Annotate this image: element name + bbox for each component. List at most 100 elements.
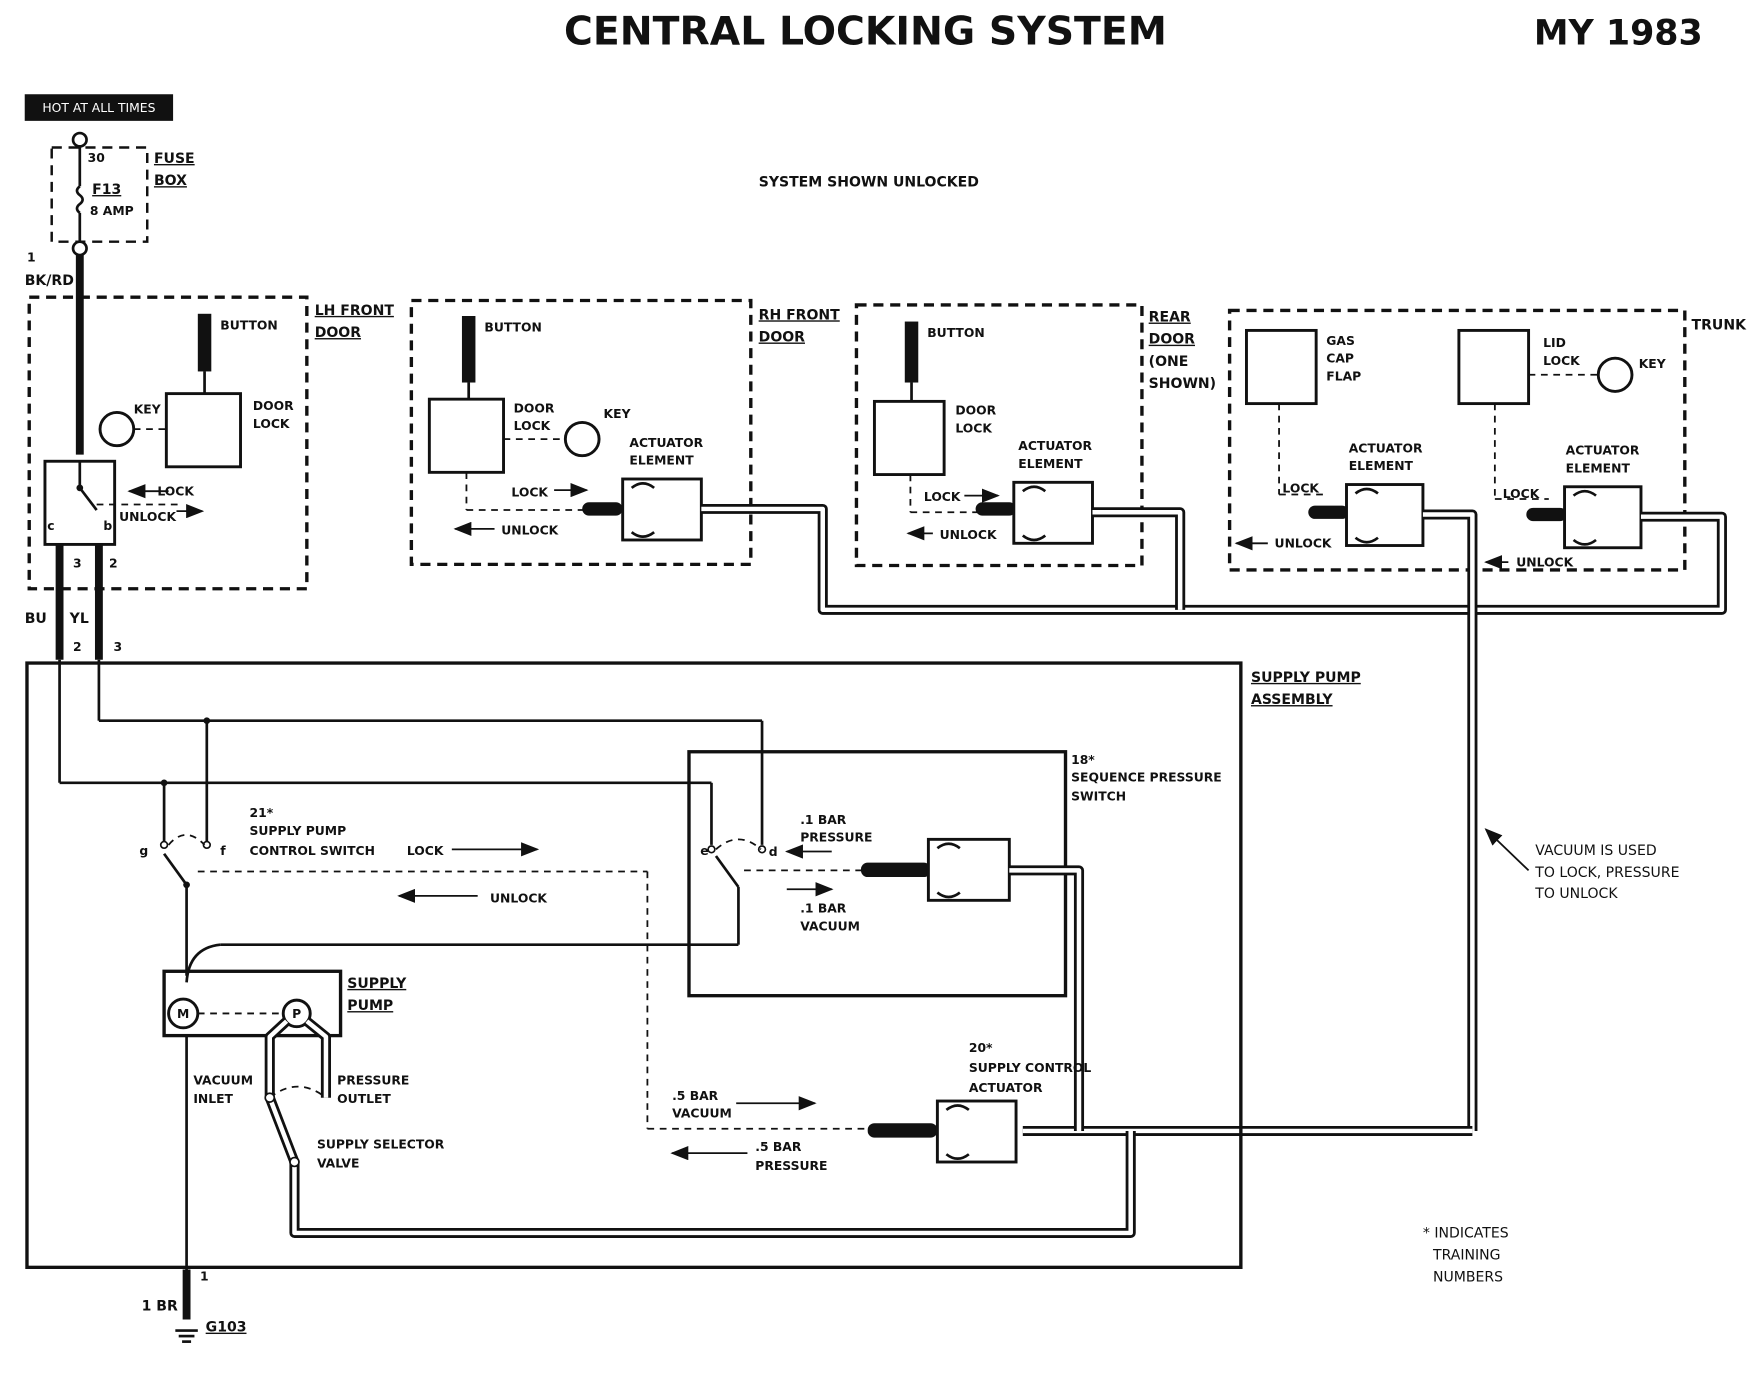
seq-pressure-label-1: .1 BAR xyxy=(800,813,847,827)
selector-valve-label-1: SUPPLY SELECTOR xyxy=(317,1138,445,1152)
lh-lock-label: LOCK xyxy=(157,485,194,499)
supply-actuator-label-1: SUPPLY CONTROL xyxy=(969,1061,1092,1075)
vacuum-note-pointer xyxy=(1484,828,1530,872)
seq-switch-pin-d: d xyxy=(769,845,778,859)
rear-door-group: REAR DOOR (ONE SHOWN) BUTTON DOOR LOCK L… xyxy=(854,303,1216,568)
model-year: MY 1983 xyxy=(1534,14,1703,54)
rear-label-3: (ONE xyxy=(1149,354,1189,370)
lh-door-lock-label-1: DOOR xyxy=(253,399,294,413)
lh-pin-2: 2 xyxy=(109,557,118,571)
control-switch-pin-g: g xyxy=(139,844,148,858)
fuse-box: 30 F13 8 AMP FUSE BOX xyxy=(50,131,195,257)
supply-control-actuator: 20* SUPPLY CONTROL ACTUATOR .5 BAR VACUU… xyxy=(670,1041,1092,1173)
rh-button xyxy=(461,316,476,383)
control-wiring: g f e d xyxy=(58,659,778,1343)
trunk-key-icon xyxy=(1596,356,1634,393)
seq-pressure-label-2: PRESSURE xyxy=(800,831,872,845)
rh-unlock-label: UNLOCK xyxy=(501,524,558,538)
rear-button-label: BUTTON xyxy=(927,326,984,340)
rear-unlock-label: UNLOCK xyxy=(940,528,997,542)
rear-button xyxy=(904,321,919,383)
lh-pin-b: b xyxy=(103,519,112,533)
lh-key-icon xyxy=(98,411,136,448)
gas-cap-flap-box xyxy=(1245,328,1318,406)
vacuum-note-line-3: TO UNLOCK xyxy=(1534,886,1618,902)
supply-vacuum-label-2: VACUUM xyxy=(672,1107,732,1121)
rear-door-lock-label-1: DOOR xyxy=(955,404,996,418)
supply-actuator-element xyxy=(935,1099,1018,1164)
trunk-key-label: KEY xyxy=(1639,357,1666,371)
supply-pump: SUPPLY PUMP M P VACUUM INLET PRESSURE OU… xyxy=(162,969,1136,1238)
vacuum-note-line-2: TO LOCK, PRESSURE xyxy=(1534,865,1679,881)
trunk-actuator-2-label-2: ELEMENT xyxy=(1566,461,1631,475)
gas-label-1: GAS xyxy=(1326,334,1355,348)
pump-label-1: SUPPLY xyxy=(347,976,407,992)
lh-door-lock-label-2: LOCK xyxy=(253,417,290,431)
training-note-line-1: * INDICATES xyxy=(1423,1225,1509,1241)
supply-pressure-label-2: PRESSURE xyxy=(755,1159,827,1173)
seq-vacuum-label-2: VACUUM xyxy=(800,919,860,933)
rear-actuator-label-1: ACTUATOR xyxy=(1018,439,1092,453)
lh-front-door-group: LH FRONT DOOR BUTTON DOOR LOCK KEY c b L… xyxy=(27,295,395,660)
rear-label-4: SHOWN) xyxy=(1149,376,1216,392)
trunk-label: TRUNK xyxy=(1692,317,1748,333)
control-switch-label-2: CONTROL SWITCH xyxy=(250,844,375,858)
control-switch-pin-f: f xyxy=(220,844,226,858)
rear-actuator-rod xyxy=(975,502,1017,516)
trunk-actuator-1-label-2: ELEMENT xyxy=(1349,459,1414,473)
pump-vacuum-label-2: INLET xyxy=(193,1092,233,1106)
rh-front-door-group: RH FRONT DOOR BUTTON DOOR LOCK KEY LOCK … xyxy=(409,298,840,567)
fuse-box-label-2: BOX xyxy=(154,173,187,189)
supply-pressure-label-1: .5 BAR xyxy=(755,1140,802,1154)
lh-key-label: KEY xyxy=(134,403,161,417)
trunk-actuator-1-label-1: ACTUATOR xyxy=(1349,441,1423,455)
fuse-terminal-30: 30 xyxy=(88,151,105,165)
wire-yl-label: YL xyxy=(69,611,89,627)
training-note-line-2: TRAINING xyxy=(1432,1248,1501,1264)
lh-front-label-2: DOOR xyxy=(315,325,362,341)
lid-label-2: LOCK xyxy=(1543,354,1580,368)
seq-actuator xyxy=(926,837,1011,902)
rh-key-label: KEY xyxy=(604,407,631,421)
wire-bu-label: BU xyxy=(25,611,47,627)
control-switch-label-1: SUPPLY PUMP xyxy=(250,824,347,838)
rear-actuator-element xyxy=(1012,480,1094,545)
seq-switch-pin-e: e xyxy=(700,844,708,858)
rear-lock-label: LOCK xyxy=(924,490,961,504)
control-switch-number: 21* xyxy=(250,806,274,820)
ground-wire: 1 BR xyxy=(142,1299,178,1315)
ground-pin: 1 xyxy=(200,1270,209,1284)
rh-front-label-2: DOOR xyxy=(759,330,806,346)
diagram-title: CENTRAL LOCKING SYSTEM xyxy=(564,10,1167,55)
trunk-lid-lock-label: LOCK xyxy=(1503,487,1540,501)
pump-symbol-icon xyxy=(281,998,312,1029)
rear-label-1: REAR xyxy=(1149,310,1191,326)
rh-button-label: BUTTON xyxy=(484,321,541,335)
trunk-gas-lock-label: LOCK xyxy=(1282,481,1319,495)
supply-assembly-label-2: ASSEMBLY xyxy=(1251,692,1334,708)
pump-label-2: PUMP xyxy=(347,998,393,1014)
gas-label-3: FLAP xyxy=(1326,369,1361,383)
wire-bu-pin: 2 xyxy=(73,640,82,654)
rear-actuator-label-2: ELEMENT xyxy=(1018,457,1083,471)
trunk-actuator-1-rod xyxy=(1308,505,1349,519)
lid-lock-box xyxy=(1457,328,1531,406)
lh-button-label: BUTTON xyxy=(220,318,277,332)
rh-actuator-label-2: ELEMENT xyxy=(629,454,694,468)
training-note-line-3: NUMBERS xyxy=(1433,1270,1503,1286)
lh-front-label-1: LH FRONT xyxy=(315,303,395,319)
control-switch-unlock-label: UNLOCK xyxy=(490,892,547,906)
rh-door-lock-label-1: DOOR xyxy=(514,402,555,416)
trunk-group: TRUNK GAS CAP FLAP LOCK UNLOCK LID LOCK … xyxy=(1227,308,1748,572)
supply-pump-assembly xyxy=(25,661,1243,1270)
lh-unlock-label: UNLOCK xyxy=(119,510,176,524)
trunk-actuator-1 xyxy=(1345,483,1425,547)
seq-switch-number: 18* xyxy=(1071,753,1095,767)
trunk-lid-unlock-label: UNLOCK xyxy=(1516,556,1573,570)
rear-door-lock-box xyxy=(872,399,946,477)
rh-key-icon xyxy=(563,421,601,458)
fuse-f13: F13 xyxy=(92,182,121,198)
seq-switch-label-1: SEQUENCE PRESSURE xyxy=(1071,771,1222,785)
pump-pressure-label-2: OUTLET xyxy=(337,1092,391,1106)
